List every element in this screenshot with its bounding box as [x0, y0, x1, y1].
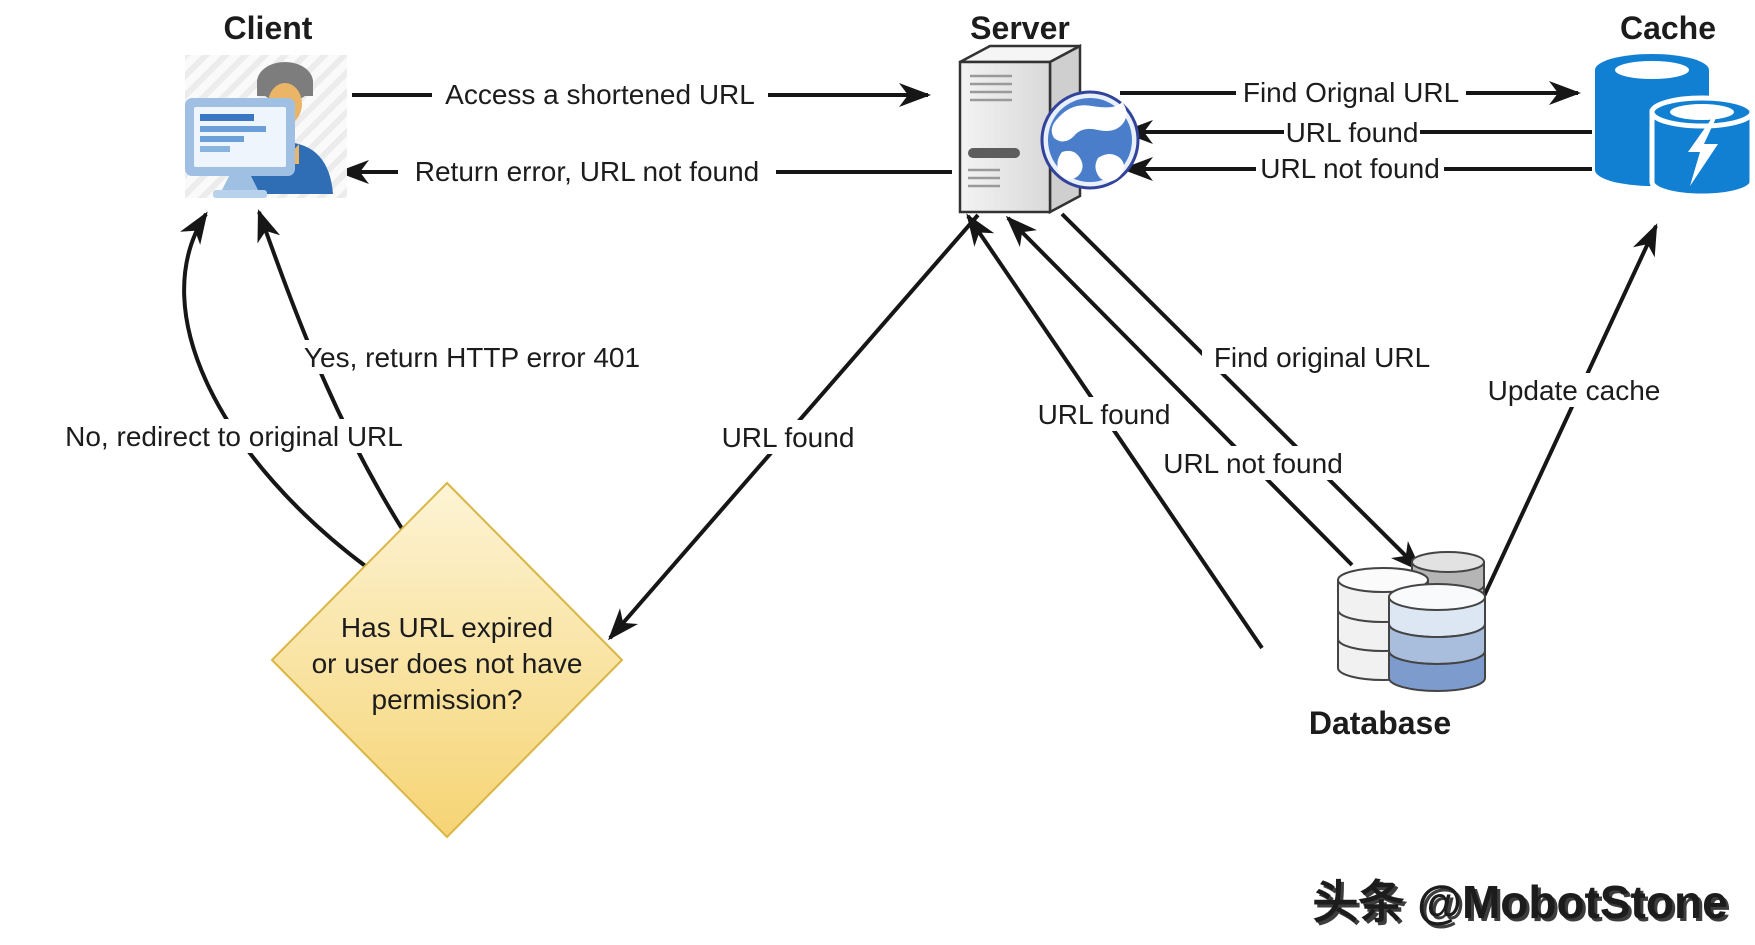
edge-db-url-not-found-label: URL not found: [1163, 448, 1343, 479]
edge-cache-url-not-found-label: URL not found: [1260, 153, 1440, 184]
client-title: Client: [224, 10, 313, 46]
edge-db-url-found-label: URL found: [1038, 399, 1171, 430]
server-vents-lower: [968, 168, 1000, 188]
watermark: 头条 @MobotStone 头条 @MobotStone: [1312, 876, 1730, 931]
server-title: Server: [970, 10, 1070, 46]
edge-find-original-label: Find original URL: [1214, 342, 1430, 373]
watermark-text: 头条 @MobotStone: [1312, 876, 1727, 928]
decision-line-1: Has URL expired: [341, 612, 553, 643]
database-title: Database: [1309, 705, 1451, 741]
edge-update-cache-arrow: [1470, 223, 1658, 623]
edge-cache-url-found-label: URL found: [1286, 117, 1419, 148]
edge-server-url-found-label: URL found: [722, 422, 855, 453]
server-vents: [970, 74, 1012, 102]
cache-cylinder-front: [1649, 95, 1755, 199]
server-icon: [958, 43, 1140, 215]
edge-no-branch-label: No, redirect to original URL: [65, 421, 403, 452]
edge-find-original-arrow: [1060, 212, 1423, 573]
edge-db-url-not-found-arrow: [1005, 215, 1354, 567]
edge-find-orignal-label: Find Orignal URL: [1243, 77, 1459, 108]
edge-labels-layer: Access a shortened URL Return error, URL…: [22, 76, 1660, 480]
globe-icon: [1040, 90, 1140, 190]
server-slot: [968, 148, 1020, 158]
database-icon: [1337, 551, 1486, 692]
lightning-bolt-icon: [1688, 118, 1718, 186]
cache-icon: [1595, 54, 1755, 199]
decision-diamond: Has URL expired or user does not have pe…: [270, 481, 624, 839]
decision-line-2: or user does not have: [312, 648, 583, 679]
client-icon: [185, 55, 347, 198]
monitor-icon: [185, 98, 295, 198]
edge-yes-branch-label: Yes, return HTTP error 401: [304, 342, 640, 373]
edge-no-branch-arrow: [180, 211, 370, 570]
edge-update-cache-label: Update cache: [1488, 375, 1661, 406]
db-cylinder-blue: [1388, 583, 1486, 692]
edge-return-error-label: Return error, URL not found: [415, 156, 759, 187]
edge-db-url-found-arrow: [966, 213, 1264, 650]
decision-line-3: permission?: [372, 684, 523, 715]
watermark-shadow: 头条 @MobotStone: [1315, 879, 1730, 931]
edge-access-label: Access a shortened URL: [445, 79, 755, 110]
decision-diamond-shape: [270, 481, 624, 839]
cache-title: Cache: [1620, 10, 1716, 46]
